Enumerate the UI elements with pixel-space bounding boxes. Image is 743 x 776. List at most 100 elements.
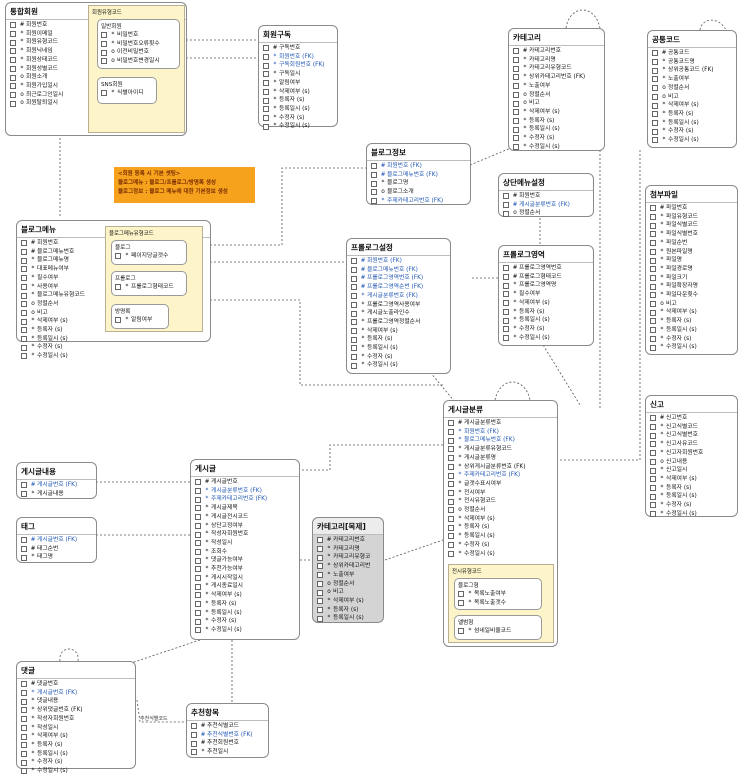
subtype-guestbook[interactable]: 방명록 *알림여부 — [111, 304, 169, 329]
field-text: 상위게시글분류번호 (FK) — [464, 463, 526, 470]
checkbox-icon — [650, 441, 656, 448]
key-marker: * — [205, 600, 209, 607]
key-marker: * — [20, 65, 24, 72]
entity-attachment[interactable]: 첨부파일 #파일번호*파일유형코드*파일식별코드*파일식별번호*파일순번*원본파… — [645, 185, 738, 355]
field-row: *노출여부 — [313, 571, 383, 580]
field-text: 파일번호 — [666, 205, 688, 211]
key-marker: * — [273, 114, 277, 121]
entity-prologue-setting[interactable]: 프롤로그설정 #회원번호 (FK)#블로그메뉴번호 (FK)#프롤로그영역번호 … — [346, 238, 451, 374]
field-row: *구독일시 — [259, 70, 337, 79]
divider — [191, 476, 299, 477]
key-marker: o — [458, 507, 462, 514]
subtype-album-type[interactable]: 앨범형 *섬네일비율코드 — [454, 615, 542, 640]
entity-title: 공통코드 — [652, 35, 680, 44]
field-row: #회원번호 — [499, 192, 593, 201]
field-row: *프롤로그형태코드 — [112, 283, 186, 292]
field-text: 회원탈퇴일시 — [26, 100, 58, 107]
divider — [259, 42, 337, 43]
checkbox-icon — [650, 214, 656, 221]
field-text: 등록일시 (s) — [37, 750, 68, 757]
field-text: 게시글분류유형코드 — [464, 446, 512, 453]
entity-title: 카테고리[목제] — [313, 518, 383, 534]
field-row: *상위게시글분류번호 (FK) — [444, 463, 557, 472]
key-marker: # — [380, 163, 386, 169]
entity-comment[interactable]: 댓글 #댓글번호*게시글번호 (FK)*댓글내용*상위댓글번호 (FK)*작성자… — [16, 661, 136, 775]
field-text: 수정일시 (s) — [37, 768, 68, 775]
checkbox-icon — [513, 100, 519, 107]
checkbox-icon — [10, 100, 16, 107]
field-text: 회원번호 — [37, 240, 59, 246]
field-text: 블로그메뉴유형코드 — [37, 292, 85, 299]
field-list: *목록노출여부*목록노출갯수 — [455, 590, 541, 607]
field-text: 파일순번 — [666, 239, 688, 246]
field-text: 작성일시 — [37, 724, 59, 731]
entity-blog-menu[interactable]: 블로그메뉴 #회원번호#블로그메뉴번호*블로그메뉴명*대표메뉴여부*필수여부*사… — [16, 220, 211, 360]
field-text: 알림여부 — [279, 79, 301, 86]
entity-category-detail[interactable]: 카테고리[목제] #카테고리번호*카테고리명*카테고리유형코*상위카테고리번*노… — [312, 517, 384, 623]
key-marker: * — [20, 82, 24, 89]
entity-post-category[interactable]: 게시글분류 #게시글분류번호*회원번호 (FK)*블로그메뉴번호 (FK)*게시… — [443, 400, 558, 647]
field-row: *회원번호 (FK) — [259, 53, 337, 62]
field-text: 게시글번호 — [211, 479, 238, 485]
checkbox-icon — [650, 222, 656, 229]
entity-subscribe[interactable]: 회원구독 #구독번호*회원번호 (FK)*구독회원번호 (FK)*구독일시*알림… — [258, 25, 338, 130]
key-marker: * — [458, 489, 462, 496]
subtype-blog[interactable]: 블로그 *페이지당글갯수 — [111, 240, 187, 265]
checkbox-icon — [21, 257, 27, 264]
entity-member[interactable]: 통합회원 #회원번호*회원이메일*회원유형코드*회원닉네임*회원상태코드*회원성… — [5, 2, 187, 136]
checkbox-icon — [503, 326, 509, 333]
entity-post-content[interactable]: 게시글내용 #게시글번호 (FK)*게시글내용 — [16, 462, 97, 499]
key-marker: # — [512, 265, 518, 271]
field-row: *등록일시 (s) — [509, 125, 604, 134]
field-text: 정렬순서 — [464, 507, 486, 514]
field-row: *태그명 — [17, 553, 96, 562]
divider — [646, 202, 737, 203]
field-text: 삭제여부 (s) — [519, 299, 550, 306]
key-marker: * — [125, 284, 129, 290]
field-row: *수정일시 (s) — [259, 122, 337, 131]
field-row: *삭제여부 (s) — [646, 475, 737, 484]
checkbox-icon — [317, 589, 323, 596]
field-row: *프롤로그영역사용여부 — [347, 301, 450, 310]
subtype-entity-title: 블로그 — [115, 245, 131, 251]
field-text: 전시여부 — [464, 489, 486, 496]
entity-title: 게시글 — [195, 464, 216, 473]
field-text: 등록자 (s) — [367, 336, 393, 343]
key-marker: # — [30, 537, 36, 543]
subtype-blog-type[interactable]: 블로그형 *목록노출여부*목록노출갯수 — [454, 578, 542, 610]
checkbox-icon — [21, 707, 27, 714]
checkbox-icon — [650, 432, 656, 439]
field-row: #추천식별번호 (FK) — [187, 731, 268, 740]
field-text: 회원이메일 — [26, 30, 53, 37]
field-text: 댓글번호 — [37, 681, 59, 687]
key-marker: * — [31, 715, 35, 722]
field-text: 삭제여부 (s) — [37, 318, 68, 325]
field-list: #게시글번호 (FK)*게시글내용 — [17, 481, 96, 498]
entity-post[interactable]: 게시글 #게시글번호*게시글분류번호 (FK)*주제카테고리번호 (FK)*게시… — [190, 459, 300, 640]
entity-tag[interactable]: 태그 #게시글번호 (FK)#태그순번*태그명 — [16, 517, 97, 563]
key-marker: * — [31, 353, 35, 360]
checkbox-icon — [10, 83, 16, 90]
entity-category[interactable]: 카테고리 #카테고리번호*카테고리명*카테고리유형코드*상위카테고리번호 (FK… — [508, 28, 605, 151]
subtype-sns-member[interactable]: SNS회원 *식별아이디 — [97, 77, 157, 104]
key-marker: # — [360, 258, 366, 264]
subtype-title: 블로그메뉴유형코드 — [109, 231, 154, 237]
key-marker: * — [660, 502, 664, 509]
checkbox-icon — [650, 467, 656, 474]
key-marker: # — [30, 545, 36, 552]
link-blogmenu-postcat — [210, 299, 443, 386]
entity-prologue-area[interactable]: 프롤로그영역 #프롤로그영역번호#프롤로그형태코드*프롤로그영역명*필수여부*삭… — [498, 245, 594, 346]
key-marker: * — [660, 335, 664, 342]
subtype-prologue[interactable]: 프롤로그 *프롤로그형태코드 — [111, 271, 187, 296]
field-text: 등록일시 (s) — [666, 326, 697, 333]
entity-recommend[interactable]: 추천항목 #추천식별코드#추천식별번호 (FK)#추천회원번호*추천일시 — [186, 703, 269, 758]
field-row: *비밀번호 — [98, 31, 179, 40]
